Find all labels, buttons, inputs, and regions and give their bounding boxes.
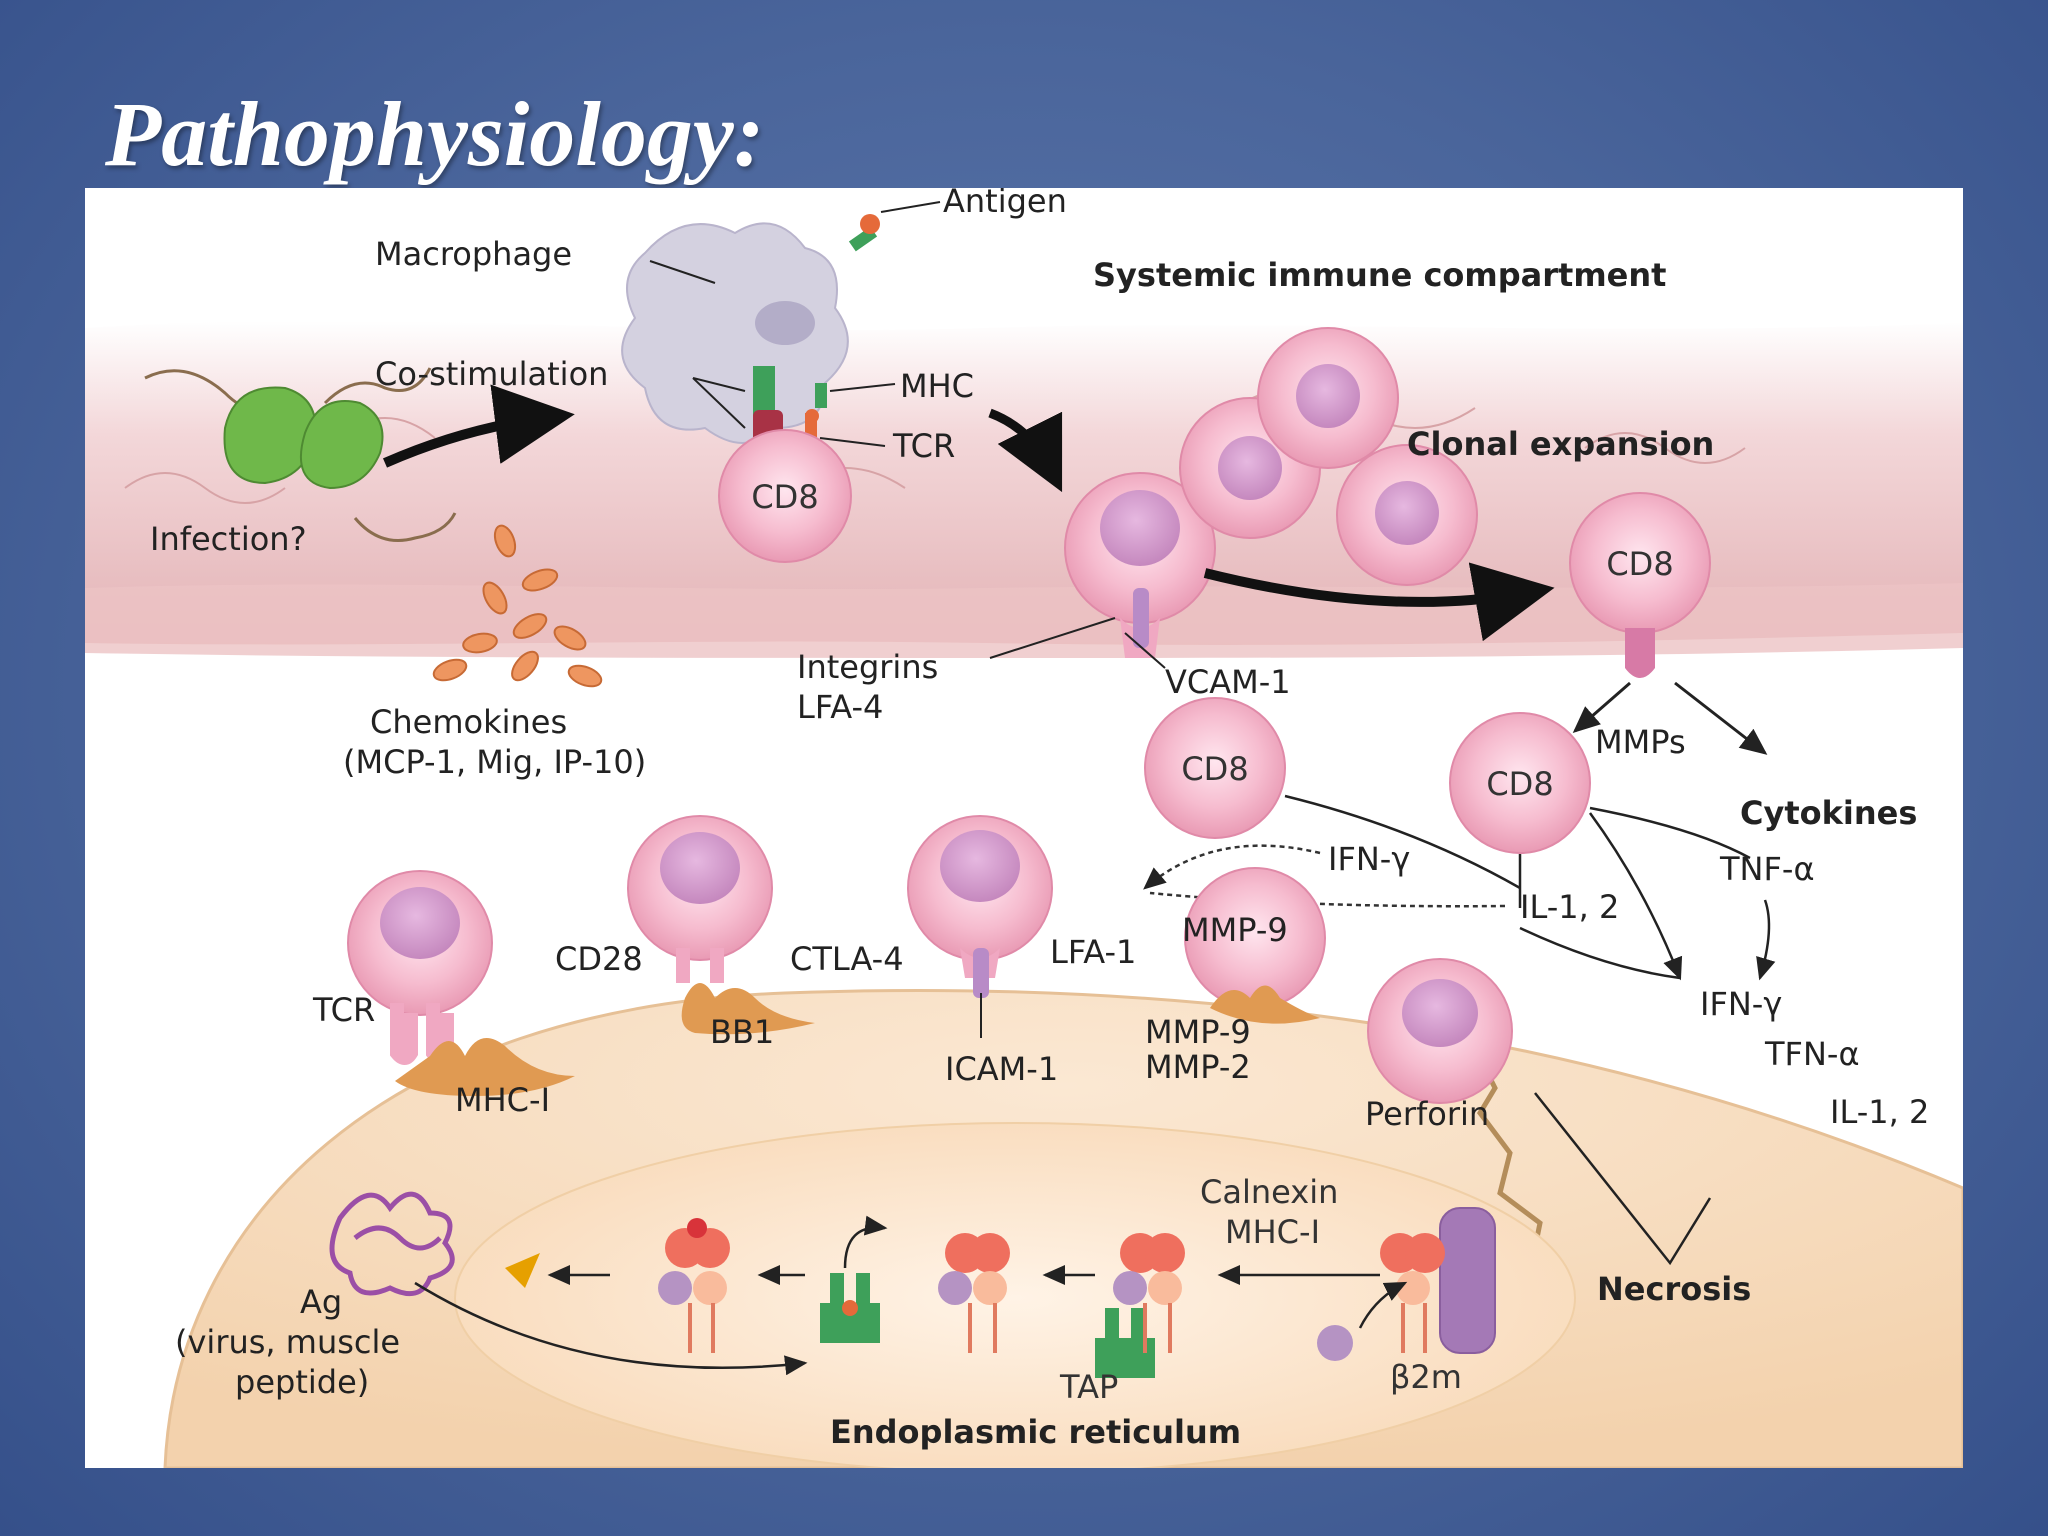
label-macrophage: Macrophage <box>375 235 572 273</box>
label-mhc-i-er: MHC-I <box>1225 1213 1320 1251</box>
chemokine-particles <box>432 524 603 688</box>
label-systemic-compartment: Systemic immune compartment <box>1093 256 1666 294</box>
label-integrins: Integrins <box>797 648 938 686</box>
label-mhc-i: MHC-I <box>455 1081 550 1119</box>
peptide-export-icon <box>505 1253 540 1288</box>
label-infection: Infection? <box>150 520 307 558</box>
label-chemokines-list: (MCP-1, Mig, IP-10) <box>343 743 646 781</box>
label-vcam: VCAM-1 <box>1165 663 1291 701</box>
arrow-to-cytokines <box>1674 681 1768 755</box>
diagram-panel: Antigen Macrophage Systemic immune compa… <box>85 188 1963 1468</box>
label-ifn-gamma-1: IFN-γ <box>1328 840 1410 878</box>
mhc-complex-2 <box>938 1233 1010 1353</box>
label-ag-desc1: (virus, muscle <box>175 1323 400 1361</box>
tcell-mmp9 <box>1184 867 1326 1024</box>
tap-transporter-2 <box>1095 1308 1155 1378</box>
cd8-cell-extravasating: CD8 <box>1569 492 1711 678</box>
cd8-cell-adhering <box>1064 472 1216 658</box>
label-necrosis: Necrosis <box>1597 1270 1751 1308</box>
label-tnf-alpha: TNF-α <box>1719 850 1815 888</box>
label-cd8: CD8 <box>751 478 818 516</box>
label-cd8: CD8 <box>1486 765 1553 803</box>
calnexin-complex <box>1380 1207 1496 1354</box>
label-lfa4: LFA-4 <box>797 688 883 726</box>
antigen-peptide-icon <box>329 1191 455 1297</box>
tcell-tcr-binding <box>347 870 575 1096</box>
arrow-to-cd8 <box>1572 681 1631 733</box>
er-compartment <box>454 1122 1576 1468</box>
label-mmps: MMPs <box>1595 723 1686 761</box>
label-calnexin: Calnexin <box>1200 1173 1338 1211</box>
clonal-expansion-cells <box>1179 327 1478 586</box>
cd8-cell-lower-right: CD8 <box>1449 712 1591 854</box>
cd8-cell-lower-left: CD8 <box>1144 697 1286 839</box>
label-mmp9-bottom: MMP-9 <box>1145 1013 1251 1051</box>
label-mmp2: MMP-2 <box>1145 1048 1251 1086</box>
label-ifn-gamma-2: IFN-γ <box>1700 985 1782 1023</box>
bacteria-icon <box>144 367 457 542</box>
label-perforin: Perforin <box>1365 1095 1489 1133</box>
label-ag: Ag <box>300 1283 342 1321</box>
pathophysiology-diagram: Antigen Macrophage Systemic immune compa… <box>85 188 1963 1468</box>
tcell-perforin <box>1367 958 1513 1104</box>
label-costimulation: Co-stimulation <box>375 355 608 393</box>
mhc-complex-1 <box>658 1218 730 1353</box>
slide-title: Pathophysiology: <box>105 83 765 185</box>
label-tcr: TCR <box>312 991 375 1029</box>
arrow-infection-to-costim <box>382 384 575 468</box>
label-antigen: Antigen <box>943 188 1067 220</box>
label-cd8: CD8 <box>1181 750 1248 788</box>
mhc-complex-3 <box>1113 1233 1185 1353</box>
label-mmp9-top: MMP-9 <box>1182 911 1288 949</box>
tap-transporter-1 <box>820 1273 880 1343</box>
tcell-ctla4-binding <box>907 815 1053 1038</box>
cd8-cell-activated: CD8 <box>718 429 852 563</box>
label-tcr-top: TCR <box>892 427 955 465</box>
arrow-migration <box>1203 562 1555 642</box>
label-cd8: CD8 <box>1606 545 1673 583</box>
label-clonal-expansion: Clonal expansion <box>1407 425 1714 463</box>
label-cd28: CD28 <box>555 940 643 978</box>
tcell-cd28-binding <box>627 815 815 1035</box>
muscle-cell <box>163 988 1963 1468</box>
label-tfn-alpha: TFN-α <box>1764 1035 1860 1073</box>
label-cytokines: Cytokines <box>1740 794 1917 832</box>
label-mhc: MHC <box>900 367 974 405</box>
label-il12-1: IL-1, 2 <box>1520 888 1619 926</box>
antigen-icon <box>848 201 941 252</box>
label-endoplasmic-reticulum: Endoplasmic reticulum <box>830 1413 1241 1451</box>
label-lfa1: LFA-1 <box>1050 933 1136 971</box>
label-tap: TAP <box>1059 1368 1118 1406</box>
label-b2m: β2m <box>1390 1358 1462 1396</box>
label-ctla4: CTLA-4 <box>790 940 904 978</box>
arrow-activation <box>988 408 1063 493</box>
b2m-molecule <box>1317 1325 1353 1361</box>
label-il12-2: IL-1, 2 <box>1830 1093 1929 1131</box>
label-chemokines: Chemokines <box>370 703 567 741</box>
label-icam: ICAM-1 <box>945 1050 1058 1088</box>
label-bb1: BB1 <box>710 1013 774 1051</box>
label-ag-desc2: peptide) <box>235 1363 369 1401</box>
